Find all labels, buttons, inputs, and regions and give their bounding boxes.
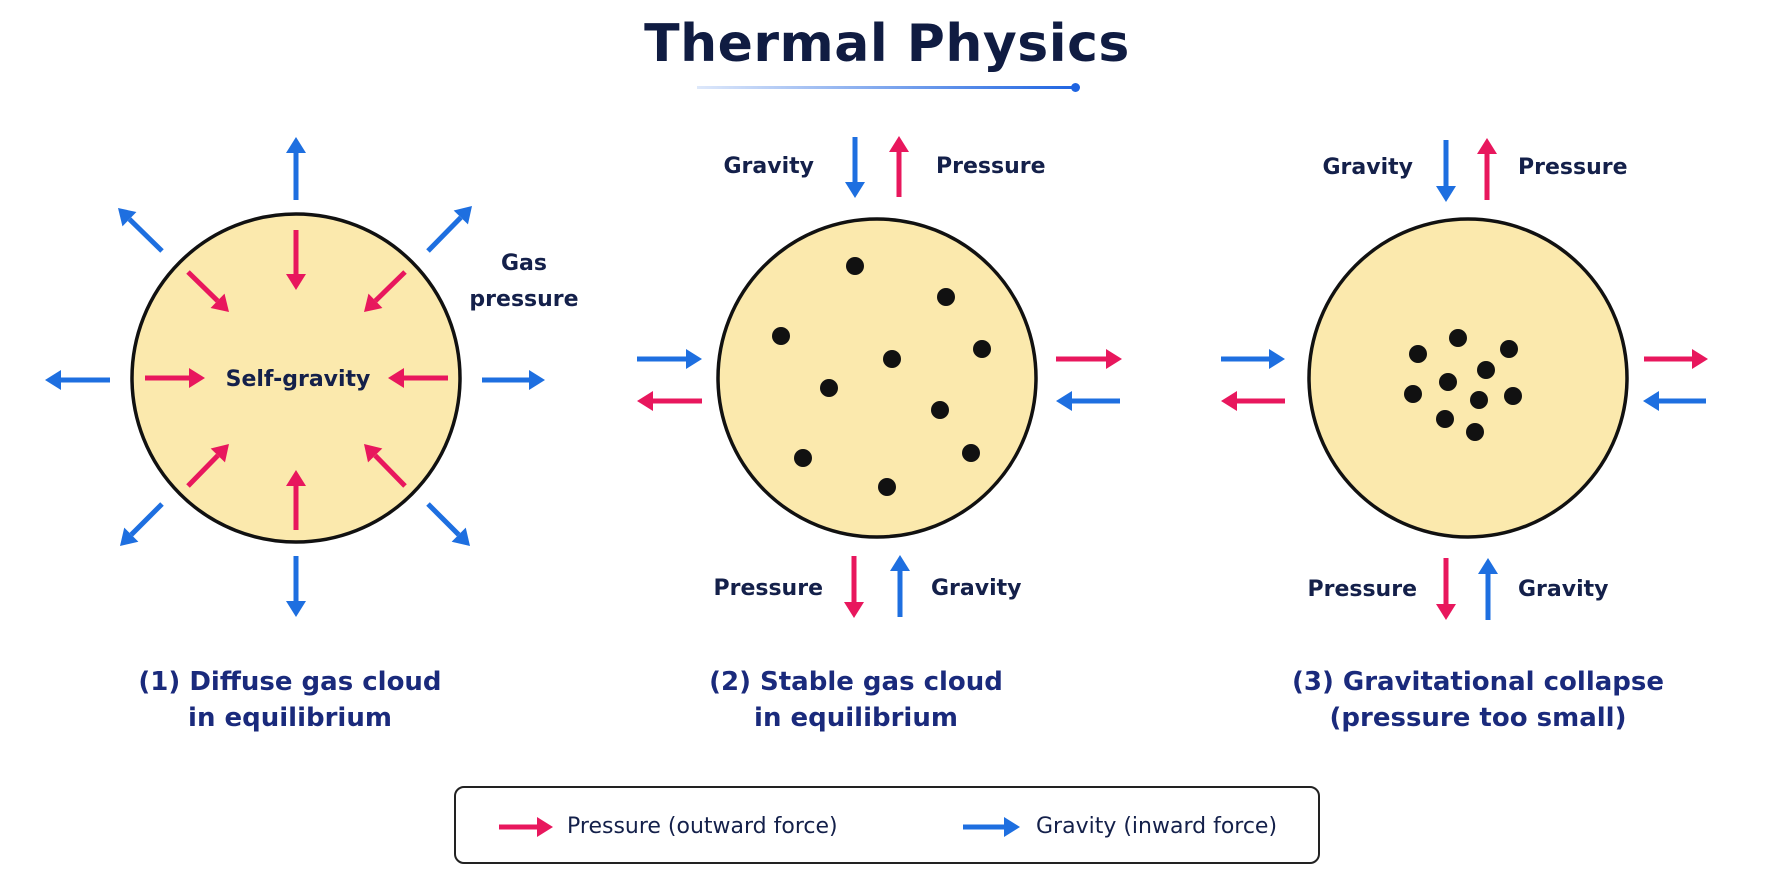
stable-particle	[931, 401, 949, 419]
legend	[454, 786, 1320, 864]
collapse-gravity-arrow-bottom	[1478, 558, 1498, 620]
collapse-particle	[1436, 410, 1454, 428]
stable-particle	[772, 327, 790, 345]
stable-cloud-caption-line1: (2) Stable gas cloud	[709, 667, 1003, 697]
page-title: Thermal Physics	[644, 14, 1130, 74]
collapse-particle	[1500, 340, 1518, 358]
stable-pressure-arrow-left	[637, 391, 702, 411]
collapse-cloud-arrows	[1221, 138, 1708, 620]
gravity-arrow-outward-bottom-left	[120, 502, 164, 546]
pressure-arrow-inward-top-right	[364, 270, 407, 312]
gas-pressure-label-line1: Gas	[501, 251, 547, 276]
gravity-arrow-outward-top-right	[426, 206, 472, 253]
collapse-top-gravity-label: Gravity	[1323, 155, 1414, 180]
collapse-pressure-arrow-top	[1477, 138, 1497, 200]
collapse-cloud-particles	[1404, 329, 1522, 441]
stable-pressure-arrow-right	[1056, 349, 1122, 369]
stable-cloud-arrows	[637, 136, 1122, 618]
stable-particle	[794, 449, 812, 467]
stable-cloud-particles	[772, 257, 991, 496]
gravity-arrow-outward-right	[482, 370, 545, 390]
stable-gravity-arrow-top	[845, 137, 865, 198]
stable-particle	[973, 340, 991, 358]
collapse-gravity-arrow-left	[1221, 349, 1285, 369]
collapse-top-pressure-label: Pressure	[1518, 155, 1628, 180]
collapse-bottom-gravity-label: Gravity	[1518, 577, 1609, 602]
collapse-pressure-arrow-bottom	[1436, 558, 1456, 620]
stable-particle	[846, 257, 864, 275]
diffuse-cloud-caption-line2: in equilibrium	[188, 703, 392, 733]
pressure-arrow-inward-bottom	[286, 470, 306, 530]
diffuse-cloud-arrows	[45, 137, 545, 617]
gravity-arrow-outward-left	[45, 370, 110, 390]
stable-bottom-gravity-label: Gravity	[931, 576, 1022, 601]
pressure-arrow-inward-bottom-left	[186, 444, 229, 488]
pressure-arrow-inward-right	[388, 368, 448, 388]
legend-gravity-arrow-icon	[963, 817, 1020, 837]
collapse-particle	[1470, 391, 1488, 409]
gravity-arrow-outward-bottom	[286, 556, 306, 617]
collapse-gravity-arrow-top	[1436, 140, 1456, 202]
stable-particle	[878, 478, 896, 496]
panel-diffuse-cloud: Self-gravity Gas pressure (1) Diffuse ga…	[45, 137, 579, 733]
panel-stable-cloud: Gravity Pressure Pressure Gravity (2) St…	[637, 136, 1122, 733]
legend-pressure-label: Pressure (outward force)	[567, 814, 838, 839]
panel-gravitational-collapse: Gravity Pressure Pressure Gravity (3) Gr…	[1221, 138, 1708, 733]
collapse-particle	[1504, 387, 1522, 405]
stable-cloud-caption-line2: in equilibrium	[754, 703, 958, 733]
stable-particle	[962, 444, 980, 462]
collapse-caption-line2: (pressure too small)	[1330, 703, 1627, 733]
collapse-pressure-arrow-right	[1644, 349, 1708, 369]
stable-particle	[937, 288, 955, 306]
legend-arrows	[499, 817, 1020, 837]
stable-top-pressure-label: Pressure	[936, 154, 1046, 179]
stable-top-gravity-label: Gravity	[724, 154, 815, 179]
gravity-arrow-outward-bottom-right	[426, 502, 470, 546]
self-gravity-label: Self-gravity	[226, 367, 371, 392]
stable-cloud-circle	[716, 217, 1038, 539]
collapse-particle	[1466, 423, 1484, 441]
stable-particle	[820, 379, 838, 397]
collapse-particle	[1404, 385, 1422, 403]
legend-pressure-arrow-icon	[499, 817, 553, 837]
stable-gravity-arrow-right	[1056, 391, 1120, 411]
pressure-arrow-inward-top-left	[186, 270, 229, 312]
collapse-bottom-pressure-label: Pressure	[1307, 577, 1417, 602]
title-underline-dot	[1071, 83, 1080, 92]
stable-bottom-pressure-label: Pressure	[713, 576, 823, 601]
pressure-arrow-inward-top	[286, 230, 306, 290]
collapse-gravity-arrow-right	[1643, 391, 1706, 411]
legend-gravity-label: Gravity (inward force)	[1036, 814, 1278, 839]
collapse-particle	[1477, 361, 1495, 379]
collapse-cloud-circle	[1307, 217, 1629, 539]
collapse-particle	[1439, 373, 1457, 391]
collapse-particle	[1449, 329, 1467, 347]
pressure-arrow-inward-bottom-right	[364, 444, 407, 488]
collapse-pressure-arrow-left	[1221, 391, 1285, 411]
collapse-caption-line1: (3) Gravitational collapse	[1292, 667, 1664, 697]
stable-gravity-arrow-bottom	[890, 555, 910, 617]
stable-particle	[883, 350, 901, 368]
stable-pressure-arrow-top	[889, 136, 909, 197]
pressure-arrow-inward-left	[145, 368, 205, 388]
title-underline	[697, 86, 1077, 89]
stable-gravity-arrow-left	[637, 349, 702, 369]
diffuse-cloud-caption-line1: (1) Diffuse gas cloud	[138, 667, 441, 697]
gas-pressure-label-line2: pressure	[469, 287, 578, 312]
collapse-particle	[1409, 345, 1427, 363]
gravity-arrow-outward-top-left	[118, 208, 164, 253]
gravity-arrow-outward-top	[286, 137, 306, 200]
stable-pressure-arrow-bottom	[844, 556, 864, 618]
